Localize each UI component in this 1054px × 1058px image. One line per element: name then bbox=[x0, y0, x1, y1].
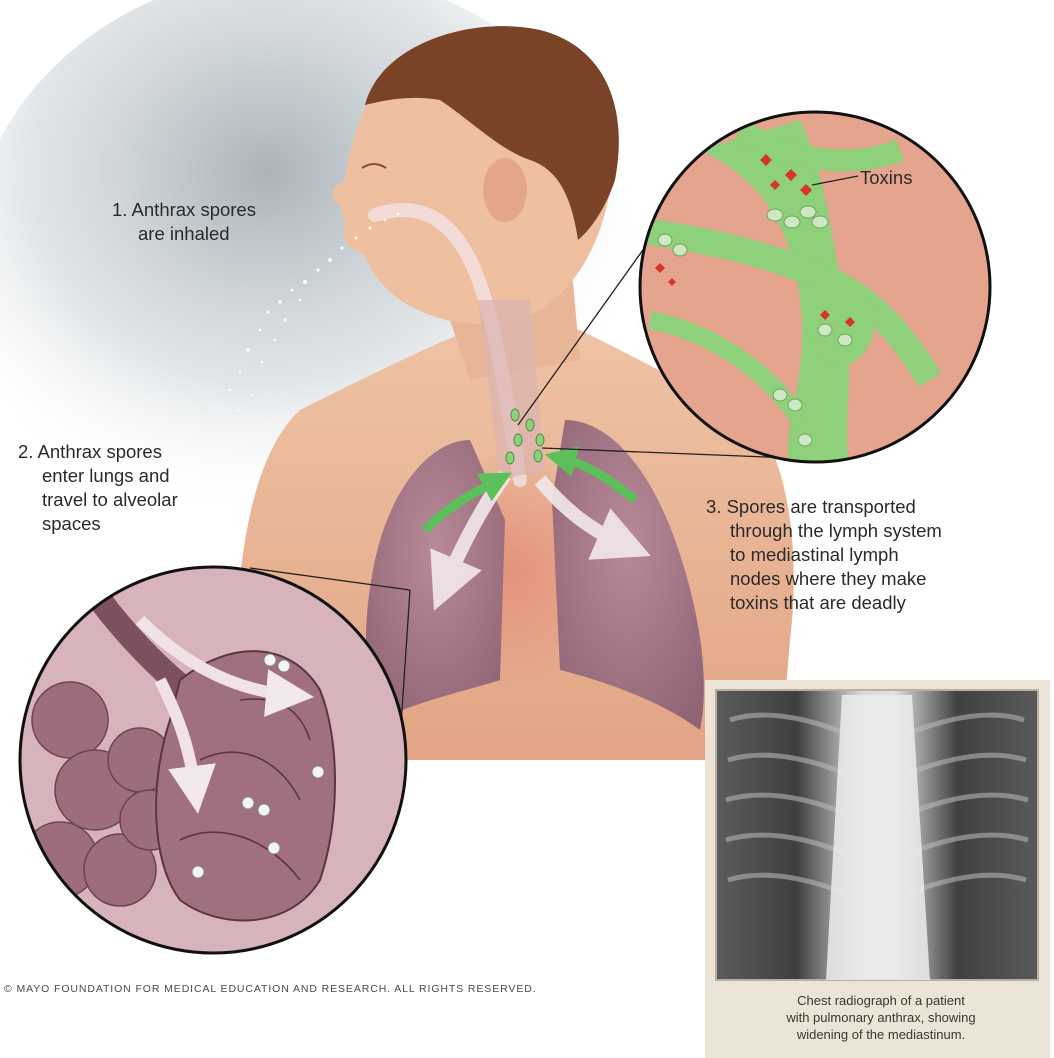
xray-caption-line: with pulmonary anthrax, showing bbox=[712, 1009, 1050, 1026]
step2-label: 2. Anthrax spores enter lungs and travel… bbox=[18, 440, 178, 536]
xray-caption-line: Chest radiograph of a patient bbox=[712, 992, 1050, 1009]
xray-caption-line: widening of the mediastinum. bbox=[712, 1026, 1050, 1043]
step3-line: to mediastinal lymph bbox=[706, 543, 942, 567]
step1-line: are inhaled bbox=[112, 222, 256, 246]
step3-line: nodes where they make bbox=[706, 567, 942, 591]
ear bbox=[483, 158, 527, 222]
step1-label: 1. Anthrax spores are inhaled bbox=[112, 198, 256, 246]
step2-line: spaces bbox=[18, 512, 178, 536]
step2-line: travel to alveolar bbox=[18, 488, 178, 512]
step3-line: toxins that are deadly bbox=[706, 591, 942, 615]
step2-line: 2. Anthrax spores bbox=[18, 440, 178, 464]
step3-line: through the lymph system bbox=[706, 519, 942, 543]
step3-label: 3. Spores are transported through the ly… bbox=[706, 495, 942, 615]
toxins-label: Toxins bbox=[860, 166, 912, 190]
alveoli-inset bbox=[20, 567, 406, 953]
copyright-notice: © MAYO FOUNDATION FOR MEDICAL EDUCATION … bbox=[4, 983, 537, 995]
step2-line: enter lungs and bbox=[18, 464, 178, 488]
step3-line: 3. Spores are transported bbox=[706, 495, 942, 519]
xray-caption: Chest radiograph of a patient with pulmo… bbox=[712, 992, 1050, 1043]
step1-line: 1. Anthrax spores bbox=[112, 198, 256, 222]
